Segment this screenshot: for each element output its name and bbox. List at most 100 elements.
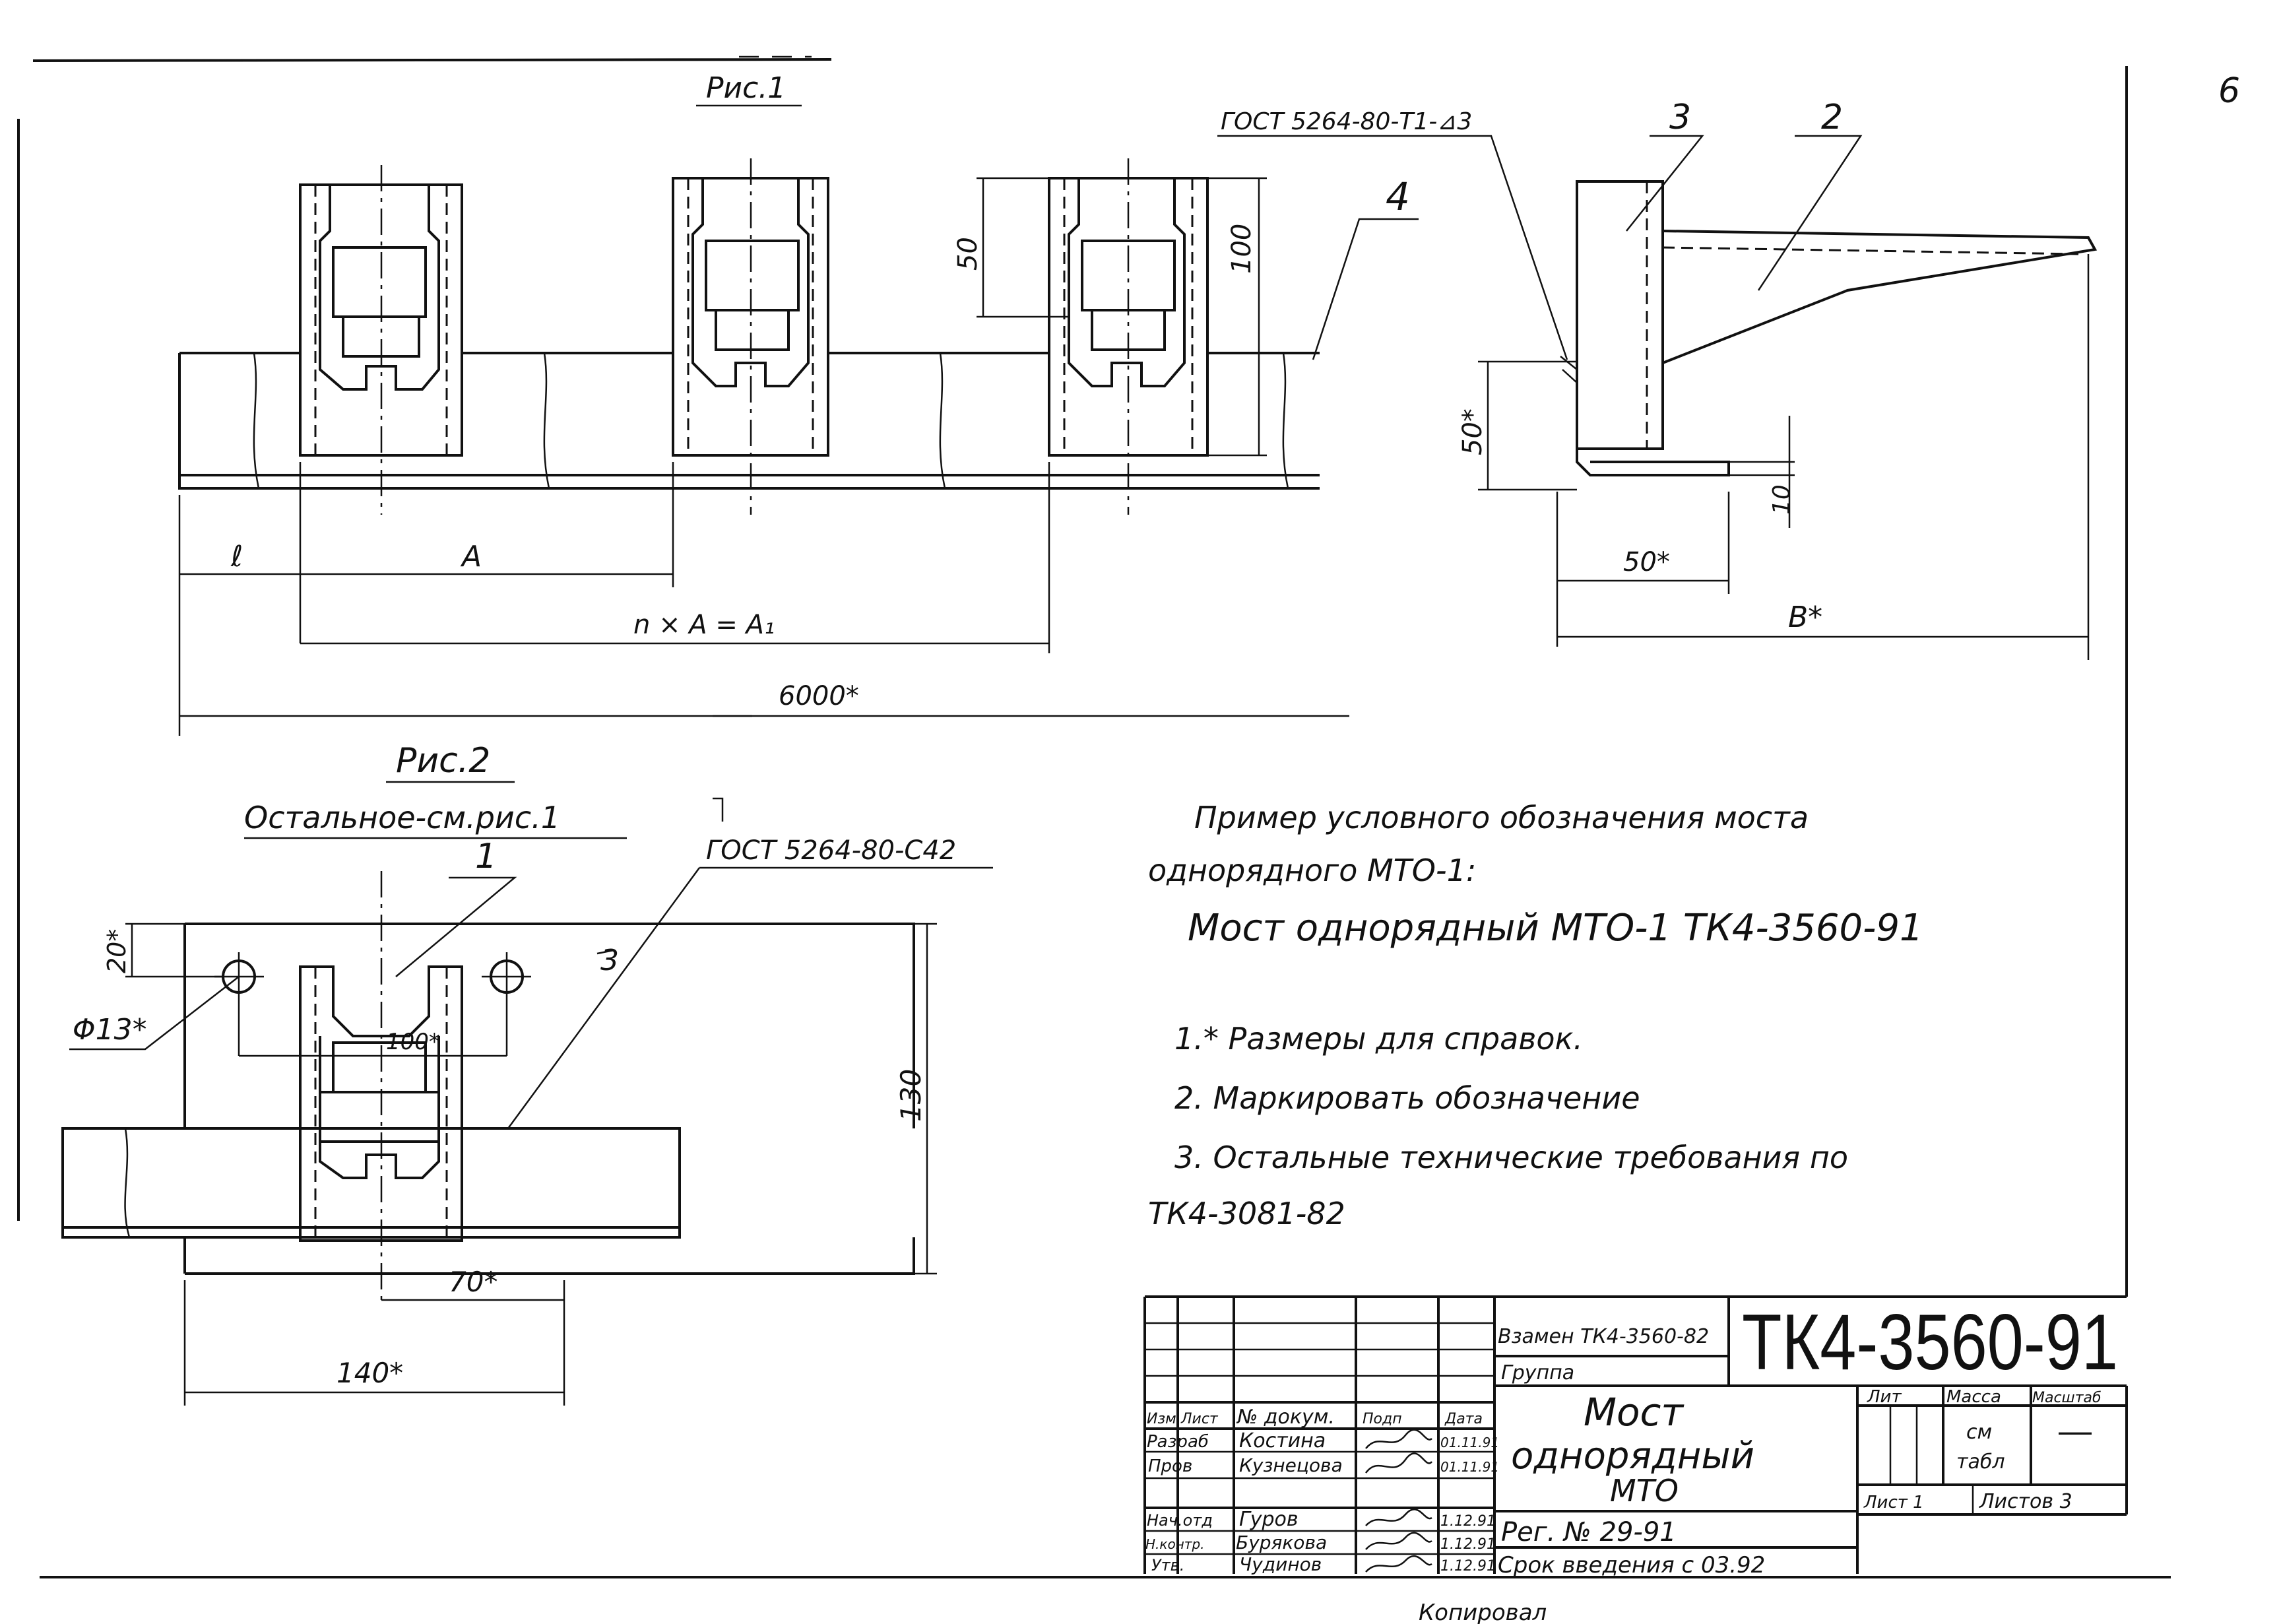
svg-text:Φ13*: Φ13* [73,1013,147,1047]
svg-text:Рис.2: Рис.2 [396,741,490,781]
fig2-base-strip [61,1127,681,1239]
title-block: Взамен ТК4-3560-82 ТК4-3560-91 Группа Из… [1143,1295,2128,1624]
tb-scale-val: — [2059,1412,2092,1449]
svg-text:70*: 70* [449,1266,498,1298]
fig2-dim-phi: Φ13* [69,976,240,1051]
tb-role-utv: Утв. [1151,1556,1184,1575]
notes: Пример условного обозначения моста однор… [1148,800,1923,1231]
fig2-plate [183,923,915,1275]
signature-nkontr [1365,1532,1432,1550]
svg-text:ℓ: ℓ [230,540,243,573]
svg-text:3: 3 [600,944,619,977]
tb-intro: Срок введения с 03.92 [1498,1552,1765,1578]
tb-mass: Масса [1946,1387,2001,1407]
tb-hdr-sign: Подп [1363,1411,1402,1427]
svg-text:100: 100 [1227,224,1257,274]
fig1-dim-50: 50 [953,177,1069,318]
fig1-side-dim-50h: 50* [1556,492,1730,647]
svg-text:50: 50 [953,237,983,271]
tb-role-nach: Нач.отд [1147,1511,1213,1530]
fig1-base-strip [178,352,1320,490]
fig1-side-dim-50v: 50* [1458,360,1577,491]
tb-name-line-3: МТО [1610,1473,1679,1509]
fig1-callout-2: 2 [1757,98,1863,291]
tb-name-prov: Кузнецова [1239,1454,1343,1476]
svg-text:3: 3 [1669,98,1691,137]
fig1-dim-total: 6000* [179,681,1349,717]
fig1-bracket-3 [1048,158,1209,515]
tb-lit: Лит [1867,1387,1902,1407]
fig1-dim-nA: n × A = A₁ [300,462,1050,653]
note-example-line-3: Мост однорядный МТО-1 ТК4-3560-91 [1188,907,1923,950]
signature-prov [1364,1452,1432,1474]
fig1-bracket-2 [672,158,829,515]
svg-text:10: 10 [1768,484,1795,515]
tb-role-nkontr: Н.контр. [1145,1536,1205,1552]
fig1-side-weld-label: ГОСТ 5264-80-Т1-⊿3 [1217,108,1568,360]
tb-replace: Взамен ТК4-3560-82 [1498,1325,1709,1348]
page-number: 6 [2218,71,2240,111]
fig2-bracket [299,871,463,1300]
svg-text:4: 4 [1386,174,1410,219]
sheet-frame [17,55,2171,1578]
svg-text:n × A = A₁: n × A = A₁ [633,610,775,640]
note-example-line-1: Пример условного обозначения моста [1194,800,1809,835]
tb-date-nkontr: 1.12.91 [1440,1536,1496,1553]
tb-name-nach: Гуров [1239,1508,1299,1531]
note-3b: ТК4-3081-82 [1148,1196,1345,1231]
tb-hdr-date: Дата [1444,1411,1483,1427]
svg-text:1: 1 [475,837,497,876]
svg-text:20*: 20* [102,929,131,973]
tb-name-line-2: однорядный [1511,1435,1754,1478]
signature-utv [1365,1555,1432,1573]
fig1-dim-l: ℓ [178,462,302,736]
svg-text:130: 130 [895,1069,927,1122]
note-example-line-2: однорядного МТО-1: [1148,853,1476,888]
tb-copied: Копировал [1419,1600,1547,1624]
tb-date-utv: 1.12.91 [1440,1558,1496,1575]
tb-mass-val-1: см [1966,1421,1992,1444]
tb-date-nach: 1.12.91 [1440,1513,1496,1530]
tb-hdr-izm: Изм [1147,1411,1176,1427]
tb-date-razrab: 01.11.91 [1440,1435,1499,1450]
svg-text:140*: 140* [337,1357,403,1389]
svg-text:Рис.1: Рис.1 [706,71,786,105]
tb-sheet: Лист 1 [1863,1493,1924,1512]
tb-name-line-1: Мост [1584,1390,1685,1435]
tb-name-razrab: Костина [1239,1429,1326,1452]
fig2-dim-70: 70* [381,1266,565,1406]
fig1-bracket-1 [299,165,463,515]
tb-name-utv: Чудинов [1239,1553,1322,1575]
svg-text:6000*: 6000* [779,681,859,711]
fig1-dim-A: A [300,462,674,587]
tb-reg: Рег. № 29-91 [1501,1517,1677,1547]
tb-role-razrab: Разраб [1147,1432,1209,1452]
fig2-dim-100: 100* [239,1029,507,1057]
fig2-callout-3: 3 [596,944,619,977]
note-2: 2. Маркировать обозначение [1174,1080,1640,1116]
fig2-title: Рис.2 Остальное-см.рис.1 [244,741,627,839]
tb-hdr-doc: № докум. [1236,1406,1335,1429]
svg-text:2: 2 [1821,98,1843,137]
tb-group: Группа [1501,1361,1574,1384]
note-1: 1.* Размеры для справок. [1174,1021,1583,1056]
svg-text:50*: 50* [1623,547,1670,577]
fig2-weld-label: ГОСТ 5264-80-С42 [507,797,993,1129]
tb-hdr-list: Лист [1180,1411,1219,1427]
fig1-side-dim-10: 10 [1729,416,1795,528]
fig1-title: Рис.1 [696,71,802,107]
tb-scale: Масштаб [2032,1390,2102,1406]
svg-text:50*: 50* [1458,408,1488,455]
fig1-callout-4: 4 [1312,174,1419,360]
fig1-callout-3: 3 [1626,98,1704,232]
fig2-dim-140: 140* [183,1280,564,1406]
svg-text:B*: B* [1788,601,1822,634]
fig1-side-dim-B: B* [1557,254,2090,660]
tb-date-prov: 01.11.91 [1440,1459,1499,1475]
fig1-dim-100: 100 [1207,177,1267,457]
tb-doc-code: ТК4-3560-91 [1742,1298,2118,1386]
svg-text:Остальное-см.рис.1: Остальное-см.рис.1 [244,800,560,835]
fig2-dim-130: 130 [895,923,937,1275]
signature-razrab [1365,1429,1432,1449]
